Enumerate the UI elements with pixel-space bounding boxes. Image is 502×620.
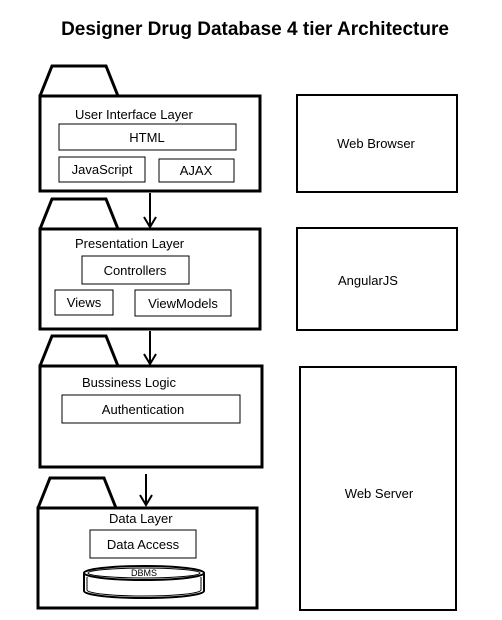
business-layer-label: Bussiness Logic	[82, 375, 176, 390]
ajax-box	[158, 158, 235, 183]
arrow-presentation-to-business	[143, 331, 157, 366]
presentation-layer: Presentation Layer Controllers Views Vie…	[38, 197, 262, 331]
arrow-business-to-data	[139, 474, 153, 507]
views-box	[54, 289, 114, 316]
controllers-box	[81, 255, 190, 285]
angularjs-box: AngularJS	[296, 227, 458, 331]
javascript-label: JavaScript	[72, 162, 133, 177]
data-access-label: Data Access	[107, 537, 180, 552]
dbms-cylinder: DBMS	[83, 565, 205, 599]
javascript-box	[58, 156, 146, 183]
presentation-layer-tab	[38, 197, 120, 230]
data-layer-tab	[36, 476, 118, 509]
data-layer-label: Data Layer	[109, 511, 173, 526]
data-layer: Data Layer Data Access DBMS	[36, 476, 259, 610]
ajax-label: AJAX	[180, 163, 213, 178]
business-layer-tab	[38, 334, 120, 367]
ui-layer-tab	[38, 64, 120, 97]
authentication-box	[61, 394, 241, 424]
authentication-label: Authentication	[102, 402, 184, 417]
ui-layer-label: User Interface Layer	[75, 107, 193, 122]
dbms-label: DBMS	[131, 568, 157, 578]
web-server-label: Web Server	[345, 486, 414, 501]
web-server-box: Web Server	[299, 366, 457, 611]
presentation-layer-label: Presentation Layer	[75, 236, 185, 251]
viewmodels-label: ViewModels	[148, 296, 218, 311]
viewmodels-box	[134, 289, 232, 317]
controllers-label: Controllers	[104, 263, 167, 278]
angularjs-label: AngularJS	[338, 273, 398, 288]
web-browser-box: Web Browser	[296, 94, 458, 193]
views-label: Views	[67, 295, 102, 310]
diagram-title: Designer Drug Database 4 tier Architectu…	[61, 19, 449, 40]
html-box	[58, 123, 237, 151]
arrow-ui-to-presentation	[143, 193, 157, 229]
ui-layer: User Interface Layer HTML JavaScript AJA…	[38, 64, 262, 193]
web-browser-label: Web Browser	[337, 136, 415, 151]
business-layer: Bussiness Logic Authentication	[38, 334, 264, 469]
data-access-box	[89, 529, 197, 559]
html-label: HTML	[129, 130, 164, 145]
